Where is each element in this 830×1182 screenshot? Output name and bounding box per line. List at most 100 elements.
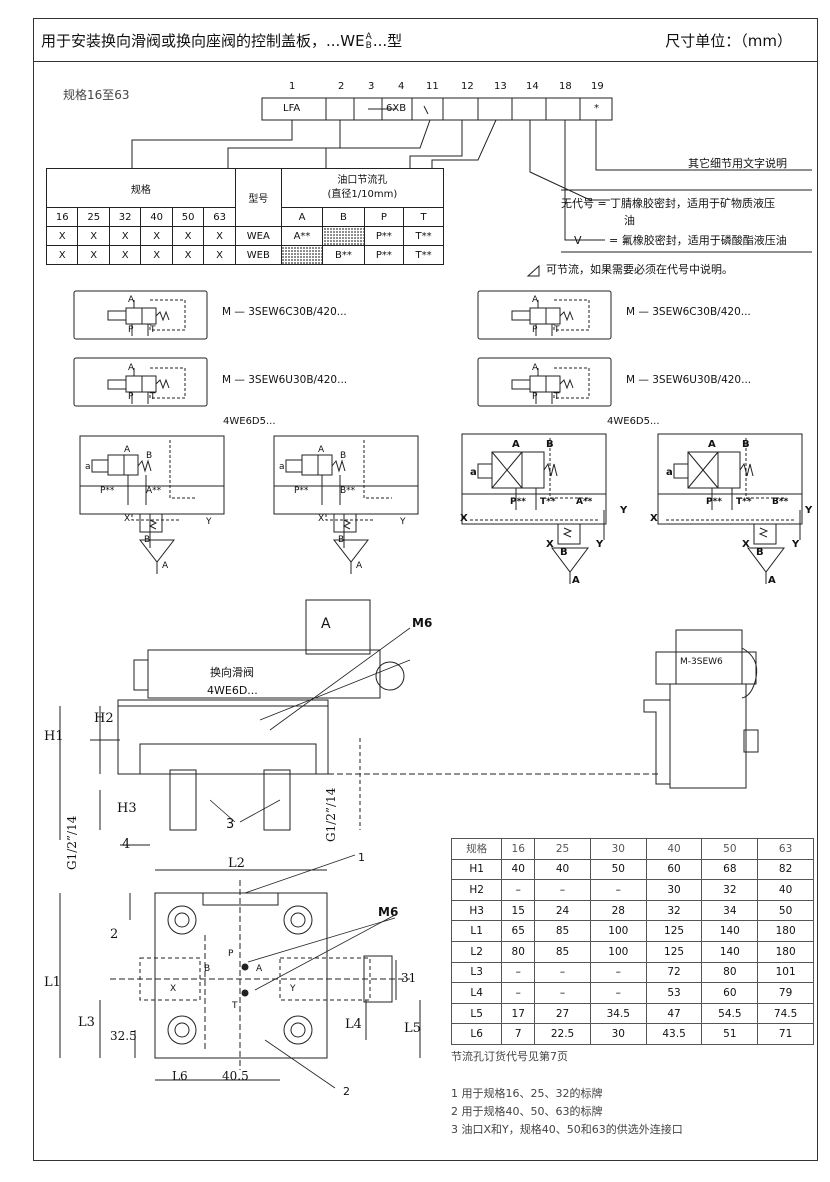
code-number: 14 bbox=[526, 81, 539, 92]
circuit-port: Y bbox=[206, 517, 212, 527]
circuit-port: X bbox=[318, 514, 325, 524]
circuit-port: Y bbox=[792, 539, 800, 550]
circuit-port: Y bbox=[620, 505, 628, 516]
circuit-port: P** bbox=[100, 486, 115, 496]
dim-h2: H2 bbox=[94, 711, 114, 726]
circuit-port: A bbox=[708, 439, 716, 450]
circuit-port: Y bbox=[805, 505, 813, 516]
symbol-port: A bbox=[128, 295, 135, 305]
symbol-port: T bbox=[150, 392, 156, 402]
circuit-port: B bbox=[144, 535, 151, 545]
mark-cell: X bbox=[77, 226, 110, 246]
code-number: 11 bbox=[426, 81, 439, 92]
seal-none-cont: 油 bbox=[624, 214, 635, 227]
circuit-port: Y bbox=[596, 539, 604, 550]
note-2: 2 用于规格40、50、63的标牌 bbox=[451, 1105, 603, 1118]
port-y: Y bbox=[290, 984, 296, 994]
symbol-port: P bbox=[532, 392, 538, 402]
dim-l2: L2 bbox=[228, 856, 245, 871]
circuit-port: X bbox=[124, 514, 131, 524]
dim-g-left: G1/2”/14 bbox=[65, 815, 79, 870]
symbol-port: P bbox=[128, 392, 134, 402]
port-cell-hatched bbox=[280, 245, 324, 265]
circuit-port: B** bbox=[772, 497, 789, 507]
dim-2: 2 bbox=[110, 927, 119, 942]
code-number: 12 bbox=[461, 81, 474, 92]
model-header: 型号 bbox=[234, 168, 282, 227]
model-cell: WEB bbox=[234, 245, 282, 265]
symbol-port: A bbox=[532, 363, 539, 373]
symbol-port: P bbox=[532, 325, 538, 335]
circuit-port: A bbox=[318, 445, 325, 455]
code-number: 18 bbox=[559, 81, 572, 92]
port-p: P bbox=[228, 949, 234, 959]
code-boxes bbox=[131, 97, 812, 277]
dim-l3: L3 bbox=[78, 1015, 95, 1030]
code-number: 2 bbox=[338, 81, 345, 92]
seal-none-label: 无代号 = bbox=[561, 197, 607, 210]
table-header: 63 bbox=[757, 838, 814, 860]
code-number: 1 bbox=[289, 81, 296, 92]
symbol-port: T bbox=[554, 392, 560, 402]
circuit-port: a bbox=[279, 462, 285, 472]
circuit-port: a bbox=[666, 467, 673, 478]
mark-cell: X bbox=[45, 245, 79, 265]
m6-label-top: M6 bbox=[412, 616, 433, 630]
circuit-port: B bbox=[340, 451, 347, 461]
code-box-text: LFA bbox=[283, 103, 301, 114]
mark-cell: X bbox=[203, 245, 236, 265]
orifice-note: 节流孔订货代号见第7页 bbox=[451, 1050, 568, 1063]
port-cell: P** bbox=[363, 245, 405, 265]
circuit-port: B bbox=[560, 547, 568, 558]
throttle-note: 可节流，如果需要必须在代号中说明。 bbox=[546, 263, 733, 276]
other-details: 其它细节用文字说明 bbox=[688, 157, 787, 170]
dim-l5: L5 bbox=[404, 1021, 421, 1036]
table-header: 25 bbox=[534, 838, 591, 860]
circuit-port: B** bbox=[340, 486, 356, 496]
code-box-text: 6XB bbox=[386, 103, 407, 114]
circuit-port: B bbox=[338, 535, 345, 545]
circuit-port: A bbox=[356, 561, 363, 571]
circuit-port: a bbox=[470, 467, 477, 478]
spec-range: 规格16至63 bbox=[63, 88, 130, 102]
table-header: 30 bbox=[589, 838, 647, 860]
size-cell: 25 bbox=[77, 207, 110, 227]
circuit-port: T** bbox=[540, 497, 556, 507]
dim-l1: L1 bbox=[44, 975, 61, 990]
callout-1: 1 bbox=[358, 851, 365, 864]
hydraulic-circuits bbox=[79, 433, 803, 584]
circuit-port: X bbox=[460, 513, 468, 524]
seal-none: 丁腈橡胶密封，适用于矿物质液压 bbox=[610, 197, 775, 210]
circuit-port: A bbox=[162, 561, 169, 571]
code-number: 4 bbox=[398, 81, 405, 92]
dim-h3: H3 bbox=[117, 801, 137, 816]
symbol-port: P bbox=[128, 325, 134, 335]
callout-2: 2 bbox=[343, 1085, 350, 1098]
circuit-port: Y bbox=[400, 517, 406, 527]
circuit-port: A bbox=[572, 575, 580, 586]
symbol-port: A bbox=[128, 363, 135, 373]
circuit-port: B bbox=[546, 439, 554, 450]
code-number: 13 bbox=[494, 81, 507, 92]
dim-31: 31 bbox=[401, 971, 417, 985]
code-table: 规格 型号 油口节流孔(直径1/10mm) 16 25 32 40 50 63 … bbox=[45, 168, 445, 265]
port-t: T bbox=[232, 1001, 238, 1011]
dim-l6: L6 bbox=[172, 1069, 188, 1083]
circuit-port: A** bbox=[576, 497, 593, 507]
dim-l4: L4 bbox=[345, 1017, 362, 1032]
circuit-port: A bbox=[768, 575, 776, 586]
port-cell-hatched bbox=[322, 226, 365, 246]
plan-view bbox=[59, 854, 421, 1089]
table-header: 规格 bbox=[450, 838, 503, 860]
we-label-right: 4WE6D5... bbox=[607, 416, 660, 427]
code-box-text: * bbox=[594, 103, 599, 114]
page-frame bbox=[33, 18, 818, 1161]
symbol-port: T bbox=[150, 325, 156, 335]
